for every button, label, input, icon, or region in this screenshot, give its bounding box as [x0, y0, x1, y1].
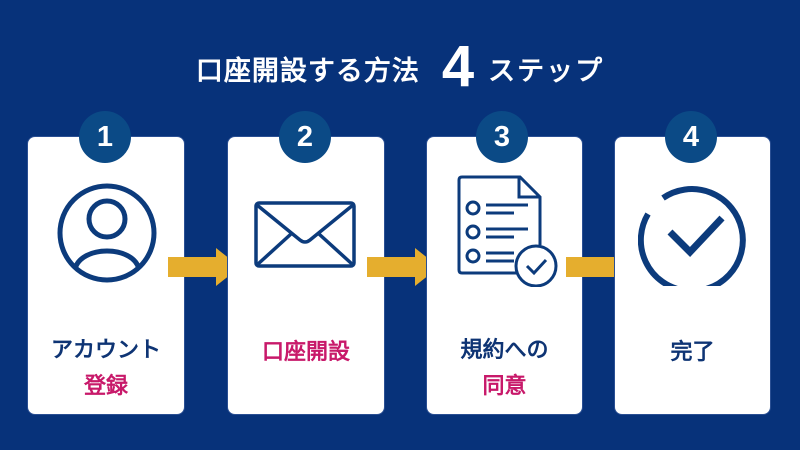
arrow-right-icon	[168, 248, 240, 286]
step-card-4: 完了	[615, 137, 770, 414]
step-badge-4: 4	[665, 111, 717, 163]
arrow-right-icon	[367, 248, 439, 286]
step-1-label-line1: アカウント	[50, 338, 161, 363]
title-step-count: 4	[441, 34, 475, 99]
step-card-2: 口座開設	[228, 137, 384, 414]
title-suffix: ステップ	[488, 56, 605, 87]
user-icon	[57, 183, 157, 283]
step-badge-2: 2	[279, 111, 331, 163]
step-badge-1: 1	[79, 111, 131, 163]
step-4-label: 完了	[670, 340, 715, 365]
step-2-label: 口座開設	[261, 340, 350, 365]
page-title: 口座開設する方法 4 ステップ	[0, 38, 800, 96]
step-card-3: 規約への 同意	[427, 137, 582, 414]
step-3-label-line2: 同意	[482, 374, 527, 399]
title-text: 口座開設する方法	[195, 56, 420, 87]
step-card-1: アカウント 登録	[28, 137, 184, 414]
step-3-label-line1: 規約への	[460, 338, 549, 363]
step-1-label-line2: 登録	[83, 374, 128, 399]
check-circle-icon	[638, 186, 746, 286]
document-check-icon	[457, 175, 558, 287]
step-badge-3: 3	[476, 111, 528, 163]
envelope-icon	[254, 201, 356, 268]
